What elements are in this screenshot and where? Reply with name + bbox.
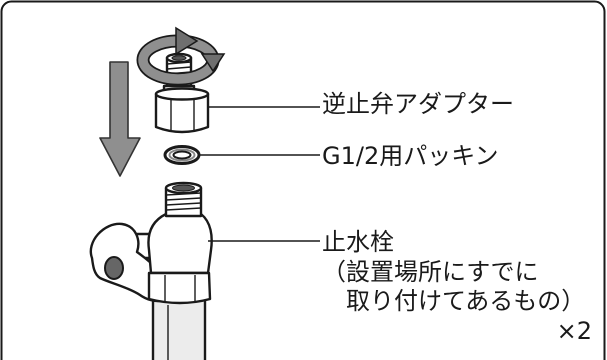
stop-valve — [89, 181, 213, 360]
valve-note-line-2: 取り付けてあるもの） — [346, 287, 585, 315]
rotate-arrow-front — [136, 26, 226, 86]
valve-handle-hub — [104, 256, 124, 280]
rotate-arrowhead-top — [175, 26, 199, 56]
down-arrow-icon — [99, 61, 141, 177]
quantity-label: ×2 — [557, 317, 592, 345]
adapter-label: 逆止弁アダプター — [322, 90, 514, 118]
valve-hex-nut — [147, 271, 212, 305]
check-valve-adapter — [154, 52, 210, 134]
valve-body — [147, 212, 213, 275]
valve-note-line-1: （設置場所にすでに — [322, 258, 538, 286]
gasket — [163, 145, 201, 165]
valve-label: 止水栓 — [322, 228, 394, 256]
gasket-label: G1/2用パッキン — [322, 142, 499, 170]
adapter-hex-nut — [154, 92, 210, 134]
rotate-arrowhead-right — [200, 53, 226, 73]
